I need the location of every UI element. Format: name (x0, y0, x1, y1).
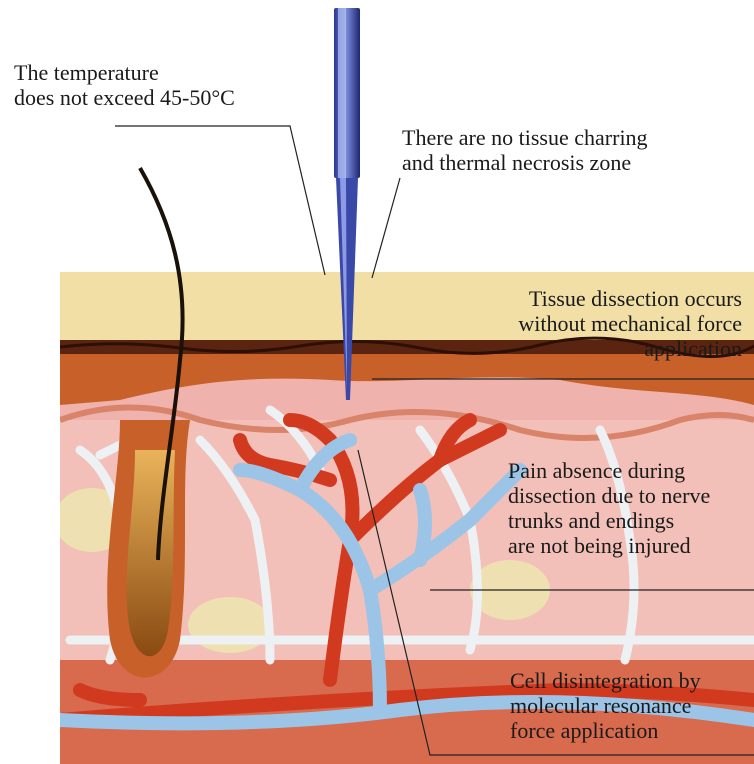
label-cell-line-1: Cell disintegration by (510, 668, 701, 693)
label-cell-line-2: molecular resonance (510, 693, 701, 718)
label-dissection-line-3: application (518, 336, 742, 361)
label-dissection-line-1: Tissue dissection occurs (518, 286, 742, 311)
label-no-charring-line-1: There are no tissue charring (402, 125, 648, 150)
label-temperature: The temperature does not exceed 45-50°C (14, 60, 235, 110)
label-no-charring-line-2: and thermal necrosis zone (402, 150, 648, 175)
label-dissection: Tissue dissection occurs without mechani… (518, 286, 742, 361)
label-pain-line-4: are not being injured (508, 533, 710, 558)
label-pain-line-1: Pain absence during (508, 458, 710, 483)
label-pain: Pain absence during dissection due to ne… (508, 458, 710, 558)
label-temperature-line-2: does not exceed 45-50°C (14, 85, 235, 110)
label-temperature-line-1: The temperature (14, 60, 235, 85)
label-cell-line-3: force application (510, 718, 701, 743)
label-pain-line-2: dissection due to nerve (508, 483, 710, 508)
label-dissection-line-2: without mechanical force (518, 311, 742, 336)
hair-follicle (107, 420, 190, 678)
label-cell: Cell disintegration by molecular resonan… (510, 668, 701, 743)
label-no-charring: There are no tissue charring and thermal… (402, 125, 648, 175)
label-pain-line-3: trunks and endings (508, 508, 710, 533)
